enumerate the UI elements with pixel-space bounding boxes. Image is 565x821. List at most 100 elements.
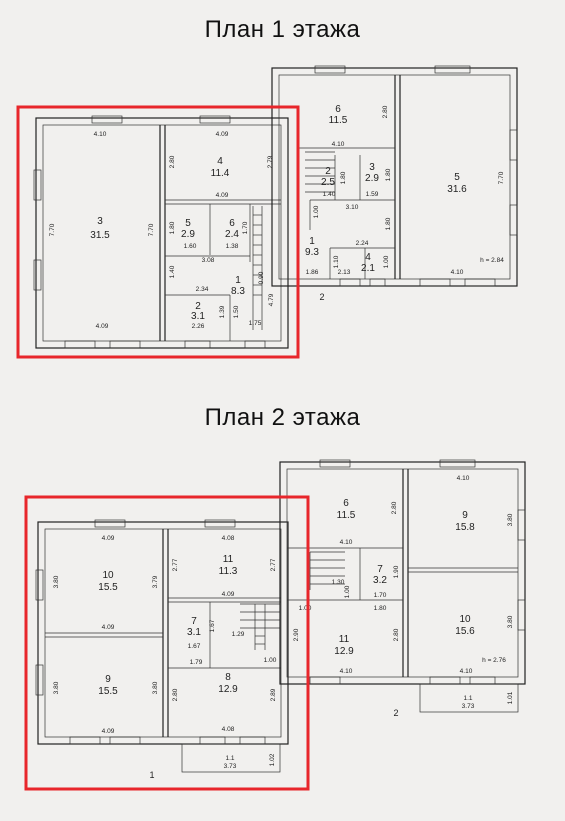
svg-text:3.80: 3.80 [507, 513, 514, 526]
floor1-title: План 1 этажа [204, 16, 361, 43]
svg-text:15.5: 15.5 [98, 686, 118, 697]
floor2-stairs-left [240, 603, 280, 650]
svg-text:7: 7 [191, 616, 197, 627]
svg-text:1.70: 1.70 [242, 221, 249, 234]
svg-text:11.5: 11.5 [329, 115, 348, 126]
svg-text:3: 3 [369, 162, 375, 173]
svg-text:7.70: 7.70 [498, 171, 505, 184]
svg-text:4.10: 4.10 [460, 668, 473, 675]
svg-text:1.40: 1.40 [323, 191, 336, 198]
svg-text:2.9: 2.9 [365, 173, 379, 184]
svg-text:1.00: 1.00 [299, 605, 312, 612]
floor1-highlight-frame [16, 105, 300, 359]
floor1-room-1-right: 19.3 [305, 236, 319, 258]
svg-text:9: 9 [105, 674, 111, 685]
svg-text:2.9: 2.9 [181, 229, 195, 240]
svg-text:8.3: 8.3 [231, 286, 245, 297]
svg-text:4.09: 4.09 [96, 323, 109, 330]
floor2-right-outer-wall [279, 461, 526, 685]
svg-text:7.70: 7.70 [148, 223, 155, 236]
floor1-stairs-left [252, 206, 263, 330]
svg-text:2.77: 2.77 [270, 558, 277, 571]
svg-text:31.5: 31.5 [90, 230, 110, 241]
svg-text:2: 2 [195, 301, 201, 312]
svg-text:3.80: 3.80 [507, 615, 514, 628]
svg-text:1.39: 1.39 [219, 305, 226, 318]
svg-text:4.10: 4.10 [340, 668, 353, 675]
floor2-room-8: 812.9 [218, 672, 238, 695]
floor1-dimensions: 4.10 4.09 2.80 2.79 4.09 7.70 7.70 1.80 … [49, 105, 505, 330]
svg-text:11.3: 11.3 [219, 566, 238, 577]
svg-text:2.80: 2.80 [391, 501, 398, 514]
floor2-room-7-right: 73.2 [373, 564, 387, 586]
floor1-room-6-small: 62.4 [225, 218, 239, 240]
floor1-stairs-right [305, 151, 335, 193]
floor2-block-label-left: 1 [149, 770, 154, 780]
svg-text:3.2: 3.2 [373, 575, 387, 586]
svg-text:31.6: 31.6 [447, 184, 467, 195]
floor2-room-7-left: 73.1 [187, 616, 201, 638]
svg-text:h = 2.84: h = 2.84 [480, 257, 504, 264]
floor2-title: План 2 этажа [204, 404, 361, 431]
svg-text:11: 11 [223, 554, 234, 565]
svg-text:9.3: 9.3 [305, 247, 319, 258]
svg-text:3.73: 3.73 [462, 703, 475, 710]
svg-text:2.79: 2.79 [267, 155, 274, 168]
svg-text:1.02: 1.02 [269, 753, 276, 766]
svg-text:4.79: 4.79 [268, 293, 275, 306]
svg-text:4.10: 4.10 [457, 475, 470, 482]
svg-text:3.1: 3.1 [191, 311, 205, 322]
svg-text:3.79: 3.79 [152, 575, 159, 588]
svg-text:1.00: 1.00 [344, 585, 351, 598]
svg-text:1.00: 1.00 [383, 255, 390, 268]
svg-text:4.08: 4.08 [222, 726, 235, 733]
svg-text:1.01: 1.01 [507, 691, 514, 704]
svg-text:2.24: 2.24 [356, 240, 369, 247]
svg-text:2.89: 2.89 [270, 688, 277, 701]
svg-text:0.90: 0.90 [258, 271, 265, 284]
svg-text:4.09: 4.09 [222, 591, 235, 598]
floor1-room-6: 611.5 [329, 104, 348, 126]
svg-text:5: 5 [454, 172, 460, 183]
floor1-room-5: 52.9 [181, 218, 195, 240]
svg-text:4.09: 4.09 [102, 728, 115, 735]
svg-text:3.1: 3.1 [187, 627, 201, 638]
floor1-room-5-right: 531.6 [447, 172, 467, 195]
svg-text:1.80: 1.80 [340, 171, 347, 184]
svg-text:4: 4 [365, 252, 371, 263]
svg-text:4.10: 4.10 [94, 131, 107, 138]
svg-text:1.10: 1.10 [333, 255, 340, 268]
svg-text:1.80: 1.80 [385, 168, 392, 181]
svg-text:9: 9 [462, 510, 468, 521]
svg-text:1.70: 1.70 [374, 592, 387, 599]
svg-text:2.77: 2.77 [172, 558, 179, 571]
svg-text:1.1: 1.1 [463, 695, 472, 702]
svg-text:10: 10 [459, 614, 471, 625]
svg-text:5: 5 [185, 218, 191, 229]
svg-text:2.80: 2.80 [172, 688, 179, 701]
floor2-room-9-left: 915.5 [98, 674, 118, 697]
svg-text:4.10: 4.10 [332, 141, 345, 148]
svg-text:15.5: 15.5 [98, 582, 118, 593]
svg-text:1.29: 1.29 [232, 631, 245, 638]
svg-text:11.5: 11.5 [337, 510, 356, 521]
svg-text:8: 8 [225, 672, 231, 683]
floor2-stairs-right [309, 551, 345, 590]
svg-text:3.10: 3.10 [346, 204, 359, 211]
svg-text:2.80: 2.80 [393, 628, 400, 641]
floor1-right-outer-wall [271, 67, 518, 287]
svg-text:6: 6 [335, 104, 341, 115]
svg-text:11.4: 11.4 [211, 168, 230, 179]
svg-text:1.59: 1.59 [366, 191, 379, 198]
svg-text:4.09: 4.09 [102, 535, 115, 542]
svg-text:1.90: 1.90 [393, 565, 400, 578]
svg-text:4.09: 4.09 [216, 192, 229, 199]
svg-text:6: 6 [229, 218, 235, 229]
svg-text:4.10: 4.10 [340, 539, 353, 546]
svg-text:11: 11 [339, 634, 350, 645]
svg-text:4.08: 4.08 [222, 535, 235, 542]
svg-text:4.09: 4.09 [216, 131, 229, 138]
